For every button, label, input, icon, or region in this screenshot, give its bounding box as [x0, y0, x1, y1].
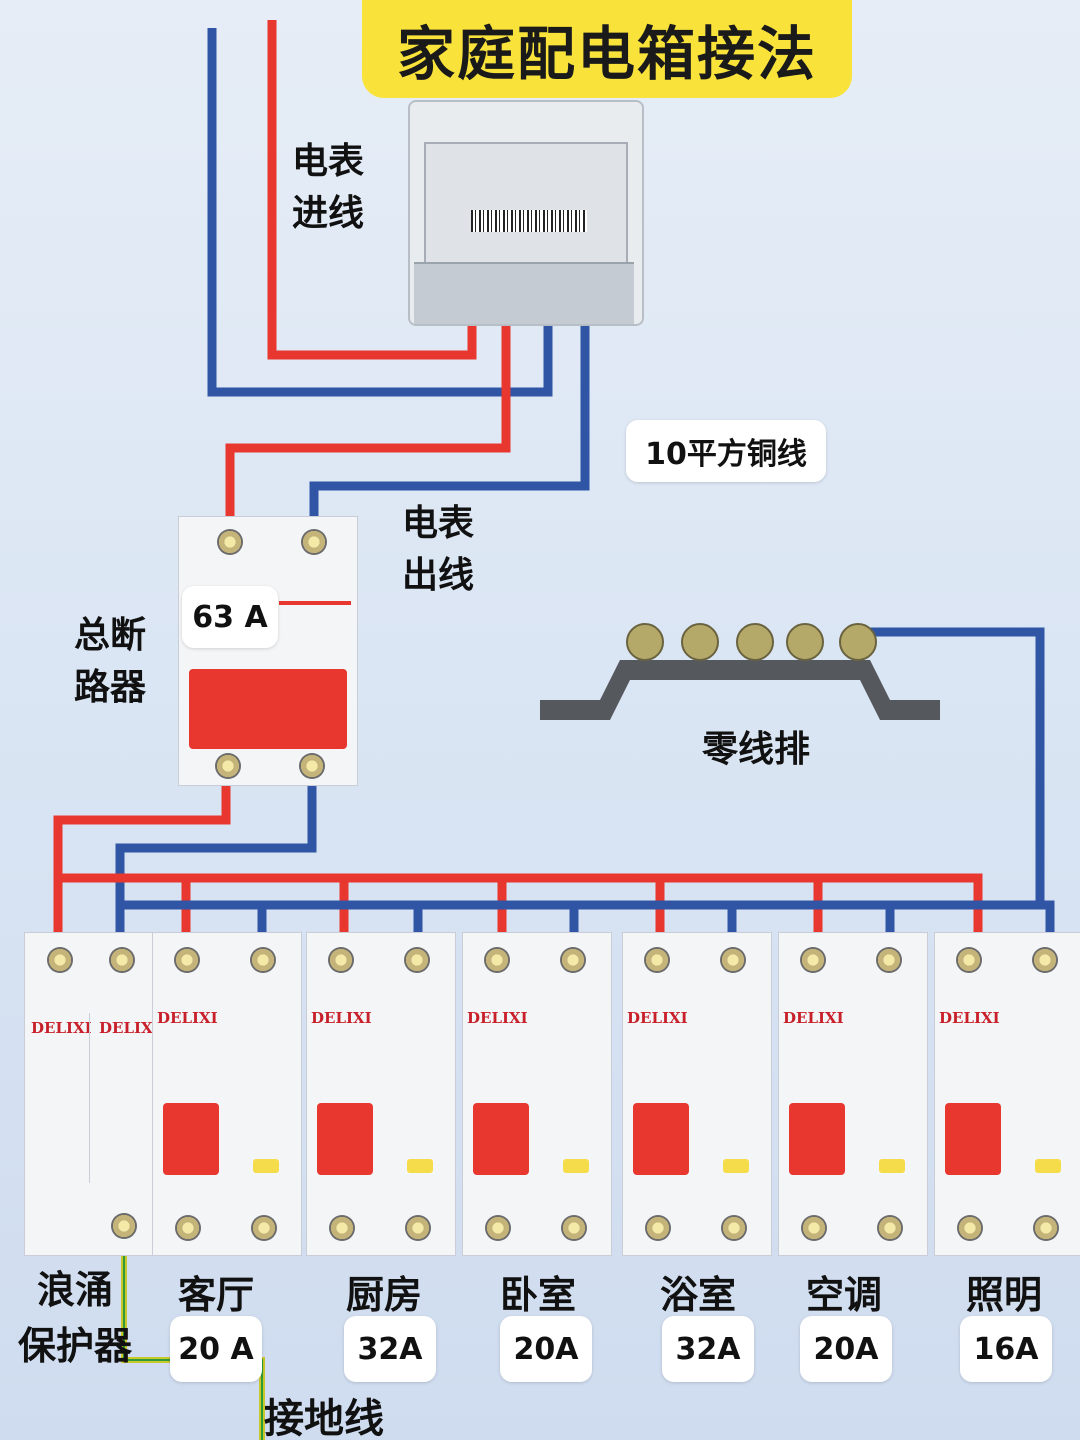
- branch-breaker: DELIXI: [934, 932, 1080, 1256]
- screw-icon: [560, 947, 586, 973]
- breaker-handle[interactable]: [317, 1103, 373, 1175]
- test-button[interactable]: [1035, 1159, 1061, 1173]
- screw-icon: [644, 947, 670, 973]
- branch-room-label: 客厅: [178, 1273, 255, 1317]
- breaker-handle[interactable]: [789, 1103, 845, 1175]
- branch-rating-label: 20A: [800, 1316, 892, 1382]
- screw-icon: [404, 947, 430, 973]
- screw-icon: [721, 1215, 747, 1241]
- surge-protector: DELIXI DELIXI: [24, 932, 160, 1256]
- test-button[interactable]: [563, 1159, 589, 1173]
- branch-breaker: DELIXI: [778, 932, 928, 1256]
- page-title: 家庭配电箱接法: [362, 0, 852, 98]
- screw-icon: [215, 753, 241, 779]
- screw-icon: [174, 947, 200, 973]
- test-button[interactable]: [253, 1159, 279, 1173]
- screw-icon: [47, 947, 73, 973]
- neutral-bar-wire: [860, 627, 1045, 905]
- breaker-brand-label: DELIXI: [939, 1009, 1000, 1027]
- neutral-bar: [540, 623, 940, 720]
- surge-brand-label: DELIXI: [99, 1019, 160, 1037]
- branch-breaker: DELIXI: [306, 932, 456, 1256]
- surge-brand-label: DELIXI: [31, 1019, 92, 1037]
- screw-icon: [175, 1215, 201, 1241]
- test-button[interactable]: [407, 1159, 433, 1173]
- breaker-handle[interactable]: [473, 1103, 529, 1175]
- main-rating-label: 63 A: [182, 586, 278, 648]
- branch-breaker: DELIXI: [152, 932, 302, 1256]
- main-breaker-handle[interactable]: [189, 669, 347, 749]
- breaker-handle[interactable]: [163, 1103, 219, 1175]
- main-out-live-wire: [53, 770, 231, 958]
- branch-room-label: 卧室: [500, 1273, 577, 1317]
- breaker-brand-label: DELIXI: [311, 1009, 372, 1027]
- screw-icon: [251, 1215, 277, 1241]
- screw-icon: [720, 947, 746, 973]
- branch-rating-label: 16A: [960, 1316, 1052, 1382]
- screw-icon: [801, 1215, 827, 1241]
- screw-icon: [250, 947, 276, 973]
- test-button[interactable]: [879, 1159, 905, 1173]
- test-button[interactable]: [723, 1159, 749, 1173]
- breaker-handle[interactable]: [633, 1103, 689, 1175]
- wire-spec-label: 10平方铜线: [626, 420, 826, 482]
- ground-screw-icon: [111, 1213, 137, 1239]
- screw-icon: [301, 529, 327, 555]
- branch-breaker: DELIXI: [622, 932, 772, 1256]
- screw-icon: [645, 1215, 671, 1241]
- breaker-brand-label: DELIXI: [467, 1009, 528, 1027]
- meter-out-live-wire: [225, 290, 511, 540]
- branch-room-label: 空调: [806, 1273, 883, 1317]
- meter-in-neutral-wire: [207, 28, 553, 397]
- branch-rating-label: 32A: [344, 1316, 436, 1382]
- ground-wire-label: 接地线: [264, 1396, 384, 1440]
- breaker-brand-label: DELIXI: [783, 1009, 844, 1027]
- screw-icon: [484, 947, 510, 973]
- screw-icon: [405, 1215, 431, 1241]
- main-breaker-label: 总断 路器: [74, 615, 147, 708]
- electric-meter: [408, 100, 644, 326]
- screw-icon: [876, 947, 902, 973]
- main-breaker: [178, 516, 358, 786]
- branch-room-label: 厨房: [346, 1273, 423, 1317]
- meter-display: [424, 142, 628, 264]
- meter-in-label: 电表 进线: [292, 141, 365, 234]
- meter-terminal-block: [414, 262, 634, 324]
- branch-rating-label: 32A: [662, 1316, 754, 1382]
- neutral-bar-label: 零线排: [702, 729, 811, 770]
- screw-icon: [561, 1215, 587, 1241]
- screw-icon: [877, 1215, 903, 1241]
- breaker-brand-label: DELIXI: [627, 1009, 688, 1027]
- screw-icon: [109, 947, 135, 973]
- live-bus-wire: [58, 873, 983, 958]
- screw-icon: [485, 1215, 511, 1241]
- main-out-neutral-wire: [115, 770, 317, 958]
- barcode-icon: [471, 210, 587, 232]
- screw-icon: [299, 753, 325, 779]
- screw-icon: [217, 529, 243, 555]
- screw-icon: [1032, 947, 1058, 973]
- screw-icon: [957, 1215, 983, 1241]
- meter-out-label: 电表 出线: [402, 503, 475, 596]
- breaker-handle[interactable]: [945, 1103, 1001, 1175]
- screw-icon: [1033, 1215, 1059, 1241]
- branch-rating-label: 20 A: [170, 1316, 262, 1382]
- surge-protector-label: 浪涌 保护器: [18, 1268, 133, 1368]
- screw-icon: [800, 947, 826, 973]
- meter-out-neutral-wire: [309, 290, 590, 540]
- screw-icon: [329, 1215, 355, 1241]
- branch-rating-label: 20A: [500, 1316, 592, 1382]
- branch-room-label: 照明: [966, 1273, 1043, 1317]
- branch-room-label: 浴室: [660, 1273, 737, 1317]
- screw-icon: [328, 947, 354, 973]
- breaker-brand-label: DELIXI: [157, 1009, 218, 1027]
- branch-breaker: DELIXI: [462, 932, 612, 1256]
- screw-icon: [956, 947, 982, 973]
